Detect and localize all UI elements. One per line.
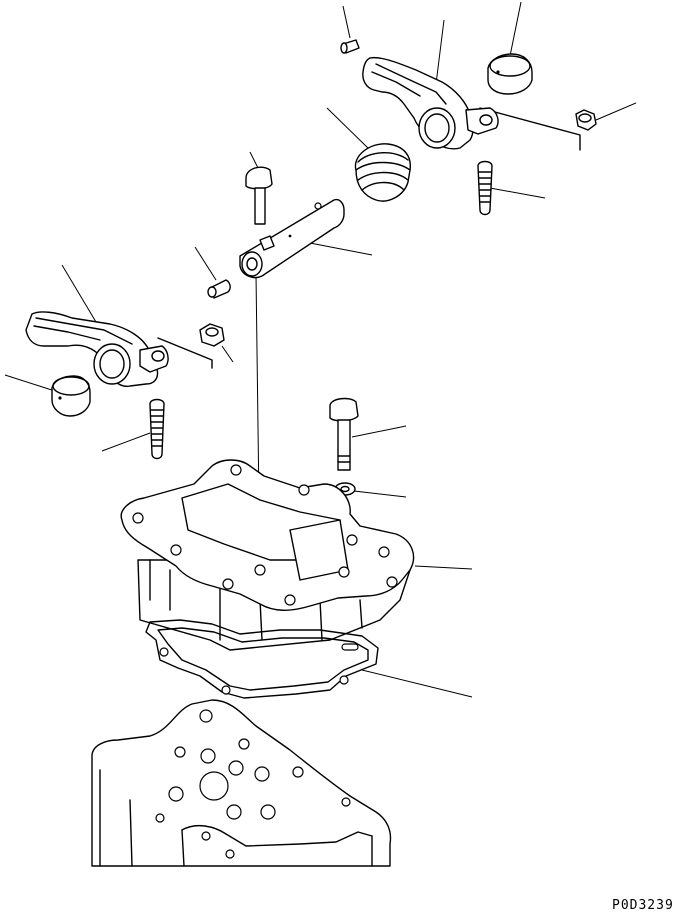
small-bolt-top	[340, 39, 360, 54]
gasket	[145, 619, 379, 699]
cylinder-head	[91, 699, 392, 867]
adjusting-screw-left	[149, 398, 165, 460]
leader-lines	[4, 1, 637, 698]
drawing-code-label: P0D3239	[612, 898, 674, 913]
hex-bolt-middle	[245, 166, 273, 225]
pivot-cap-left	[51, 375, 91, 417]
rocker-shaft	[239, 198, 345, 279]
rocker-arm-left	[25, 311, 169, 387]
spring-coil	[354, 143, 411, 202]
pivot-cap-upper	[487, 53, 533, 95]
rocker-housing	[120, 459, 415, 651]
rocker-arm-upper	[362, 56, 499, 150]
long-bolt	[329, 397, 359, 471]
adjusting-screw-upper	[477, 160, 493, 216]
small-bolt-middle	[207, 279, 231, 299]
nut-upper-right	[575, 109, 597, 131]
nut-left	[199, 323, 225, 347]
